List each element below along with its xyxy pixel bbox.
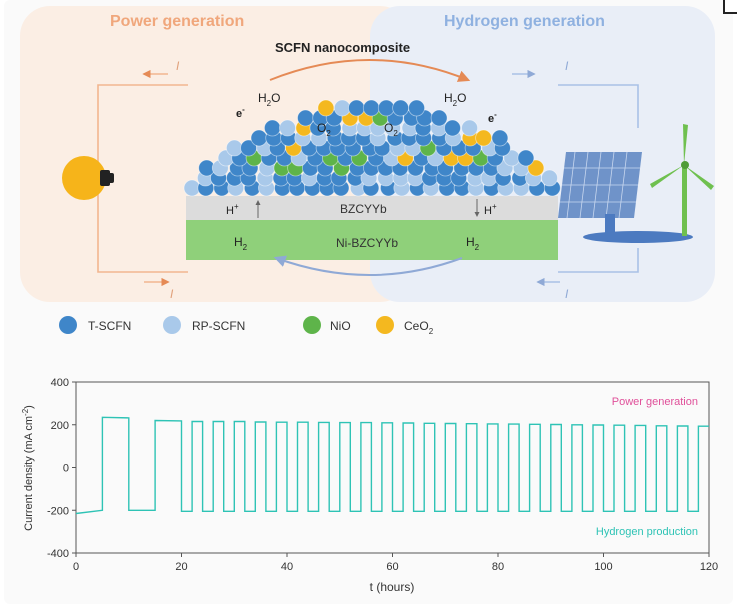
y-axis-label: Current density (mA cm-2) — [21, 405, 35, 531]
legend: T-SCFN RP-SCFN NiO CeO2 — [59, 316, 434, 336]
legend-swatch-ceo2 — [376, 316, 394, 334]
oxygen-label-right: O2 — [384, 121, 398, 138]
power-generation-title: Power generation — [110, 13, 244, 30]
particle — [297, 109, 314, 127]
legend-item-rp-scfn: RP-SCFN — [163, 316, 245, 334]
particle — [392, 99, 410, 117]
legend-item-nio: NiO — [303, 316, 351, 334]
hydrogen-circuit-wire-top — [558, 84, 639, 128]
x-tick-label: 80 — [492, 561, 504, 573]
oxygen-transport-arc — [269, 59, 471, 82]
particle — [461, 119, 479, 137]
current-density-series-line — [75, 416, 709, 515]
x-tick-label: 60 — [386, 561, 398, 573]
y-tick-label: 400 — [51, 377, 69, 389]
corner-bracket — [723, 0, 737, 14]
hydrogen-transport-arc — [273, 255, 463, 276]
legend-label-rp-scfn: RP-SCFN — [192, 319, 245, 333]
electron-label-left: e- — [236, 105, 245, 120]
particle — [491, 129, 509, 147]
anode-label: Ni-BZCYYb — [336, 236, 398, 250]
current-label-left-top: I — [176, 59, 180, 73]
y-axis: 400 200 0 -200 -400 — [47, 377, 76, 560]
particle — [225, 139, 243, 157]
particle — [333, 99, 351, 117]
particle — [348, 99, 365, 117]
solar-panel-icon — [558, 151, 693, 243]
nanocomposite-title: SCFN nanocomposite — [275, 40, 410, 55]
legend-item-ceo2: CeO2 — [376, 316, 434, 336]
particle — [250, 129, 268, 147]
x-tick-label: 40 — [281, 561, 293, 573]
hydrogen-label-left: H2 — [234, 235, 248, 252]
proton-label-left: H+ — [226, 202, 239, 217]
x-axis: 0 20 40 60 80 100 120 — [73, 553, 718, 573]
particle — [475, 129, 493, 147]
x-tick-label: 0 — [73, 561, 79, 573]
light-bulb-icon — [62, 156, 114, 200]
particle — [377, 99, 395, 117]
legend-item-t-scfn: T-SCFN — [59, 316, 131, 334]
electrolyte-label: BZCYYb — [340, 202, 387, 216]
legend-label-t-scfn: T-SCFN — [88, 319, 131, 333]
hydrogen-generation-title: Hydrogen generation — [444, 13, 605, 30]
hydrogen-label-right: H2 — [466, 235, 480, 252]
y-tick-label: -200 — [47, 505, 69, 517]
current-label-right-top: I — [565, 59, 569, 73]
proton-label-right: H+ — [484, 202, 497, 217]
y-tick-label: 0 — [63, 463, 69, 475]
current-density-chart: 400 200 0 -200 -400 0 20 40 60 80 100 120 Power ge… — [21, 377, 718, 594]
particle — [279, 119, 296, 137]
particle — [408, 99, 426, 117]
wind-turbine-icon — [650, 124, 714, 236]
particle — [317, 99, 335, 117]
legend-swatch-nio — [303, 316, 321, 334]
annotation-power-generation: Power generation — [612, 396, 698, 408]
particle — [541, 169, 558, 187]
x-axis-label: t (hours) — [370, 580, 415, 594]
particle — [527, 159, 545, 177]
annotation-hydrogen-production: Hydrogen production — [596, 526, 698, 538]
oxygen-label-left: O2 — [317, 121, 331, 138]
legend-swatch-rp-scfn — [163, 316, 181, 334]
x-tick-label: 120 — [700, 561, 718, 573]
current-label-left-bottom: I — [170, 287, 174, 301]
hydrogen-circuit-wire-bottom — [558, 248, 639, 273]
y-tick-label: 200 — [51, 420, 69, 432]
particle — [362, 99, 380, 117]
particle — [263, 119, 281, 137]
water-label-left: H2O — [258, 91, 280, 108]
anode-layer — [186, 220, 558, 260]
cathode-particles — [183, 99, 561, 197]
current-label-right-bottom: I — [565, 287, 569, 301]
water-label-right: H2O — [444, 91, 466, 108]
legend-label-nio: NiO — [330, 319, 351, 333]
particle — [444, 119, 461, 137]
y-tick-label: -400 — [47, 548, 69, 560]
particle — [430, 109, 448, 127]
electron-label-right: e- — [488, 110, 497, 125]
x-tick-label: 20 — [175, 561, 187, 573]
particle — [517, 149, 535, 167]
electrolyte-layer — [186, 196, 558, 220]
legend-label-ceo2: CeO2 — [404, 319, 434, 336]
x-tick-label: 100 — [594, 561, 612, 573]
legend-swatch-t-scfn — [59, 316, 77, 334]
